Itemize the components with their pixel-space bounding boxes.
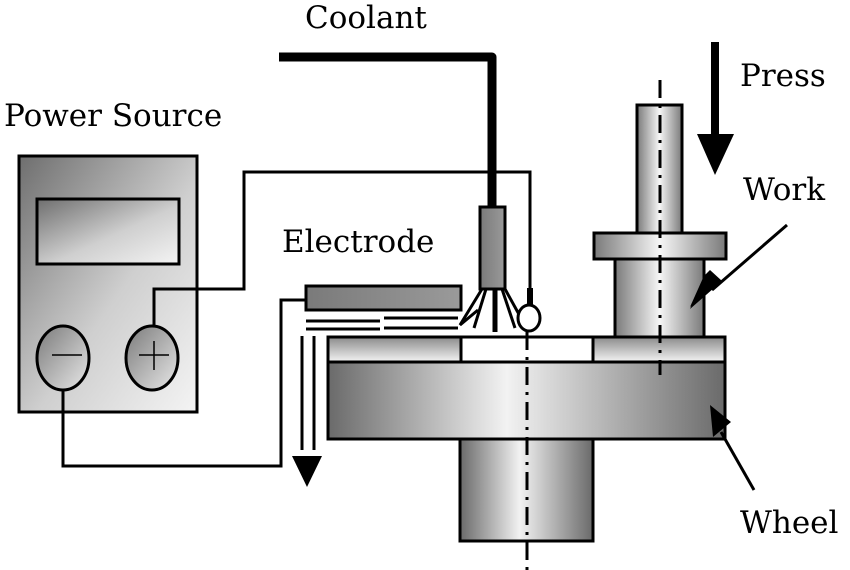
coolant-label: Coolant (305, 0, 427, 36)
press-arrow-icon (697, 134, 734, 175)
power-source-label: Power Source (4, 98, 222, 134)
gap-sensor (516, 303, 542, 333)
work-label: Work (743, 172, 825, 208)
wheel-pointer-icon (710, 405, 731, 437)
electrode (304, 284, 463, 312)
positive-wire (152, 170, 532, 327)
negative-terminal (35, 324, 91, 392)
positive-terminal (124, 324, 180, 392)
electrode-label: Electrode (282, 224, 434, 260)
flow-down-arrow-icon (292, 456, 322, 487)
power-source-display (35, 197, 181, 266)
coolant-spray (458, 288, 523, 332)
wheel-leader-line (719, 431, 756, 491)
wheel-label: Wheel (740, 505, 838, 541)
work-leader-line (711, 223, 788, 292)
electrolyte-flow-lines (300, 316, 458, 450)
coolant-nozzle (478, 205, 507, 291)
power-source (17, 154, 199, 414)
press-label: Press (740, 58, 826, 94)
negative-wire (61, 298, 306, 468)
coolant-pipe (279, 52, 497, 207)
wheel-rim-left (326, 335, 463, 364)
